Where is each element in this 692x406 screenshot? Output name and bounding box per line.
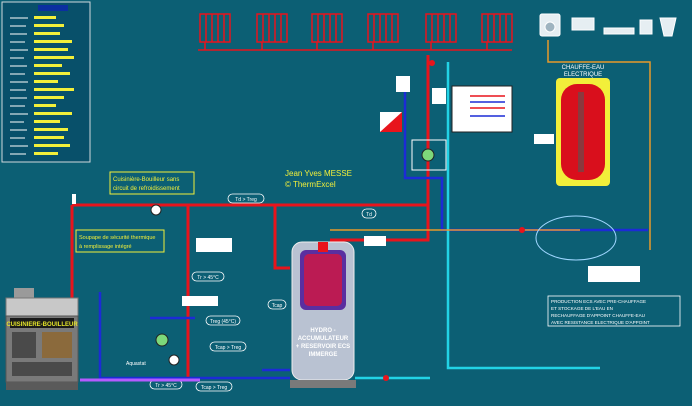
junction-top [429,60,435,66]
sanitary-fixtures [539,13,677,37]
junction-bottom [383,375,389,381]
control-cabinet [380,85,513,133]
safety-callout: Soupape de sécurité thermique à rempliss… [75,229,165,253]
sensor-box [364,236,386,246]
cooker-boiler: CUISINIERE-BOUILLEUR [5,288,79,390]
stove-label: CUISINIERE-BOUILLEUR [6,322,78,328]
tank-label-4: IMMERGE [309,352,338,358]
main-pump [168,354,180,366]
junction-right [519,227,525,233]
tag-td: Td [366,212,372,218]
info-line-3: RECHAUFFAGE D'APPOINT CHAUFFE-EAU [551,313,645,318]
legend-panel [1,1,91,163]
heater-title-2: ELECTRIQUE [564,72,602,78]
boiler-callout-2: circuit de refroidissement [113,186,180,192]
tag-tr45-a: Tr > 45°C [197,275,219,281]
tag-td-treg: Td > Treg [235,197,257,203]
tag-tcap-treg-b: Tcap > Treg [201,385,227,391]
heater-panel [588,266,640,282]
info-line-1: PRODUCTION ECS AVEC PRE-CHAUFFAGE [551,299,646,304]
controller-box [196,238,232,252]
info-line-2: ET STOCKAGE DE L'EAU EN [551,306,613,311]
ecs-circuit [355,62,600,380]
electric-water-heater: CHAUFFE-EAU ELECTRIQUE [534,65,610,186]
safety-group [182,296,218,306]
tag-tcap-treg-a: Tcap > Treg [215,345,241,351]
info-box: PRODUCTION ECS AVEC PRE-CHAUFFAGE ET STO… [547,295,681,327]
mixing-zone [535,215,617,261]
tank-label-3: + RESERVOIR ECS [296,344,350,350]
tank-label-1: HYDRO - [310,328,335,334]
author-name: Jean Yves MESSE [285,169,352,178]
info-line-4: AVEC RESISTANCE ELECTRIQUE D'APPOINT [551,320,650,325]
tag-treg45: Treg (45°C) [210,319,236,325]
tank-label-2: ACCUMULATEUR [298,336,349,342]
author-company: © ThermExcel [285,180,336,189]
heating-circuit [70,55,430,380]
heater-title-1: CHAUFFE-EAU [562,65,605,71]
safety-callout-1: Soupape de sécurité thermique [79,235,155,241]
aquastat-label: Aquastat [126,361,146,367]
safety-valve [72,194,76,204]
safety-callout-2: à remplissage intégré [79,244,132,250]
hydro-accumulator: HYDRO - ACCUMULATEUR + RESERVOIR ECS IMM… [290,241,356,388]
tag-pills: Td > Treg Td Tr > 45°C Treg (45°C) Tcap … [149,193,377,392]
bypass-pump [155,333,169,347]
tag-tcap: Tcap [272,303,283,309]
tag-tr45-b: Tr > 45°C [155,383,177,389]
radiator-row [198,13,513,51]
circulator-group [396,76,447,171]
boiler-callout: Cuisinière-Bouilleur sans circuit de ref… [109,171,195,195]
boiler-callout-1: Cuisinière-Bouilleur sans [113,177,179,183]
thermometer [150,204,162,216]
